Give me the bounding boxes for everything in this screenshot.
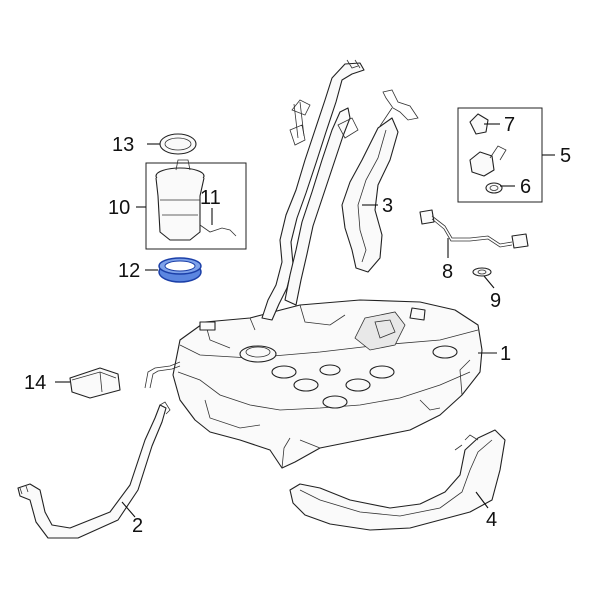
control-module[interactable] (69, 367, 121, 399)
callout-2: 2 (132, 515, 143, 537)
callout-4: 4 (486, 509, 497, 531)
callout-5: 5 (560, 145, 571, 167)
callout-7: 7 (504, 114, 515, 136)
callout-14: 14 (24, 372, 46, 394)
tank-shield[interactable] (289, 429, 506, 531)
lock-ring[interactable] (159, 133, 197, 155)
fuel-tank[interactable] (144, 299, 483, 469)
callout-3: 3 (382, 195, 393, 217)
callout-12: 12 (118, 260, 140, 282)
wiring-harness[interactable] (419, 209, 529, 249)
callout-9: 9 (490, 290, 501, 312)
seal-highlighted[interactable] (158, 257, 202, 283)
filler-tubes (261, 59, 365, 321)
callout-6: 6 (520, 176, 531, 198)
pump-module-box (145, 162, 247, 250)
callout-13: 13 (112, 134, 134, 156)
leader-lines (55, 123, 555, 518)
grommet[interactable] (472, 267, 492, 277)
tank-strap[interactable] (17, 401, 171, 539)
callout-8: 8 (442, 261, 453, 283)
callout-10: 10 (108, 197, 130, 219)
callout-1: 1 (500, 343, 511, 365)
heat-shield[interactable] (341, 89, 419, 273)
valve-parts[interactable] (469, 113, 507, 194)
callout-11: 11 (200, 187, 221, 209)
fuel-pump-module[interactable] (155, 159, 237, 241)
